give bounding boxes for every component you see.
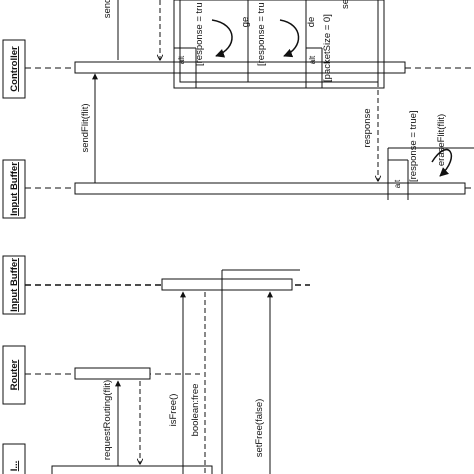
lifeline-input-buffer-2: Input Buffer [2, 255, 26, 315]
activation-controller [74, 61, 406, 74]
lifeline-label-input-buffer-1: Input Buffer [9, 162, 20, 216]
lifeline-label-router: Router [9, 359, 20, 390]
fragment-alt-label: alt [177, 55, 186, 64]
activation-router [74, 367, 151, 380]
fragment-alt-label: alt [393, 179, 402, 188]
lifeline-input-buffer-1: Input Buffer [2, 159, 26, 219]
lifeline-bottom: I... [2, 443, 26, 474]
lifeline-box [2, 443, 26, 474]
lifeline-box [2, 39, 26, 99]
lifeline-label-input-buffer-2: Input Buffer [9, 258, 20, 312]
self-call-loop-erase [431, 149, 453, 177]
self-call-loop [279, 19, 300, 58]
msg-request-routing: requestRouting(flit) [102, 380, 113, 460]
msg-boolean-free: boolean:free [190, 384, 201, 437]
activation-input-buffer-1 [74, 182, 466, 195]
activation-bottom [51, 465, 213, 474]
lifeline-router: Router [2, 345, 26, 405]
guard-packet-size: [packetSize = 0] [322, 14, 333, 82]
lifeline-label-bottom: I... [9, 461, 20, 472]
msg-set-free: setFree(false) [254, 399, 265, 458]
msg-top-se: se [340, 0, 351, 9]
msg-response: response [362, 108, 373, 147]
guard-response-true-1: [response = tru [194, 2, 205, 66]
fragment-outer-box [173, 0, 385, 89]
self-call-loop [211, 19, 233, 58]
lifeline-box [2, 345, 26, 405]
fragment-alt-label: alt [308, 55, 317, 64]
msg-send-flit: sendFlit(flit) [80, 103, 91, 152]
activation-input-buffer-2 [161, 278, 293, 291]
guard-response-true-2: [response = tru [256, 2, 267, 66]
lifeline-box [2, 159, 26, 219]
msg-is-free: isFree() [168, 394, 179, 427]
msg-top-ge: ge [240, 17, 251, 28]
fragment-inner-box [179, 0, 379, 83]
guard-response-true: [response = true] [408, 110, 419, 182]
msg-top-send: send [102, 0, 113, 18]
msg-top-de: de [306, 17, 317, 28]
msg-erase-flit: eraseFlit(flit) [436, 114, 447, 166]
lifeline-label-controller: Controller [9, 46, 20, 92]
lifeline-controller: Controller [2, 39, 26, 99]
